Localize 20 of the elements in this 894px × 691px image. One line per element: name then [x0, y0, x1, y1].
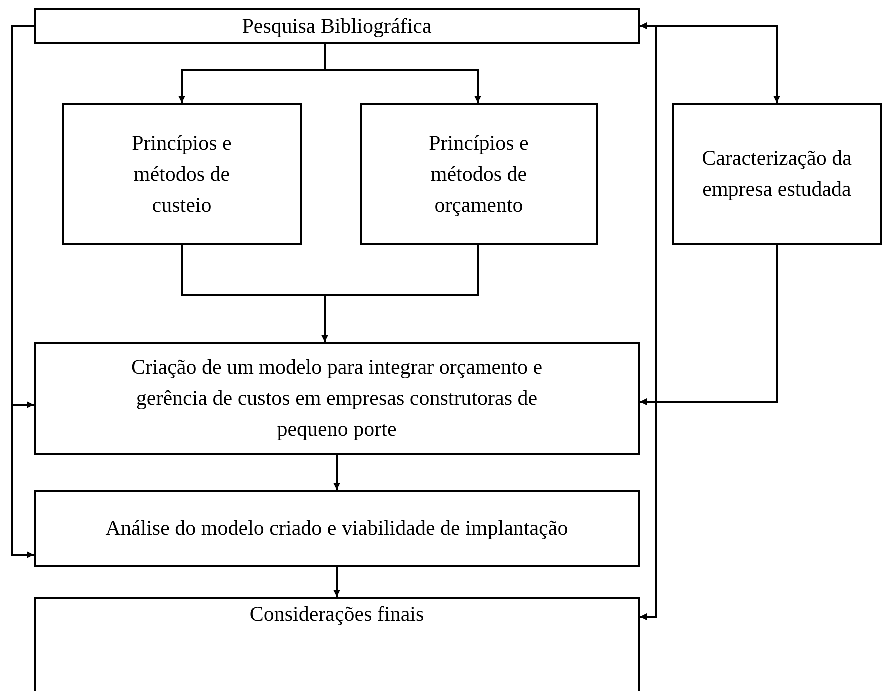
arrow	[11, 25, 34, 558]
arrow	[640, 245, 778, 406]
box-label: Caracterização da empresa estudada	[702, 145, 852, 203]
arrow	[322, 245, 479, 342]
process-box	[62, 103, 302, 245]
process-box	[34, 490, 640, 567]
process-box	[34, 597, 640, 691]
arrow	[334, 455, 340, 490]
box-label: Criação de um modelo para integrar orçamento e gerência de custos em empresas construtoras de pequeno porte	[130, 354, 544, 443]
arrow	[640, 22, 657, 620]
process-box	[34, 342, 640, 455]
arrow	[334, 567, 340, 597]
box-label: Pesquisa Bibliográfica	[242, 12, 432, 40]
box-label: Princípios e métodos de custeio	[131, 130, 233, 218]
process-box	[672, 103, 882, 245]
box-label: Considerações finais	[250, 601, 424, 628]
process-box	[34, 8, 640, 44]
box-label: Análise do modelo criado e viabilidade de implantação	[106, 515, 568, 542]
process-box	[360, 103, 598, 245]
box-label: Princípios e métodos de orçamento	[428, 130, 530, 218]
